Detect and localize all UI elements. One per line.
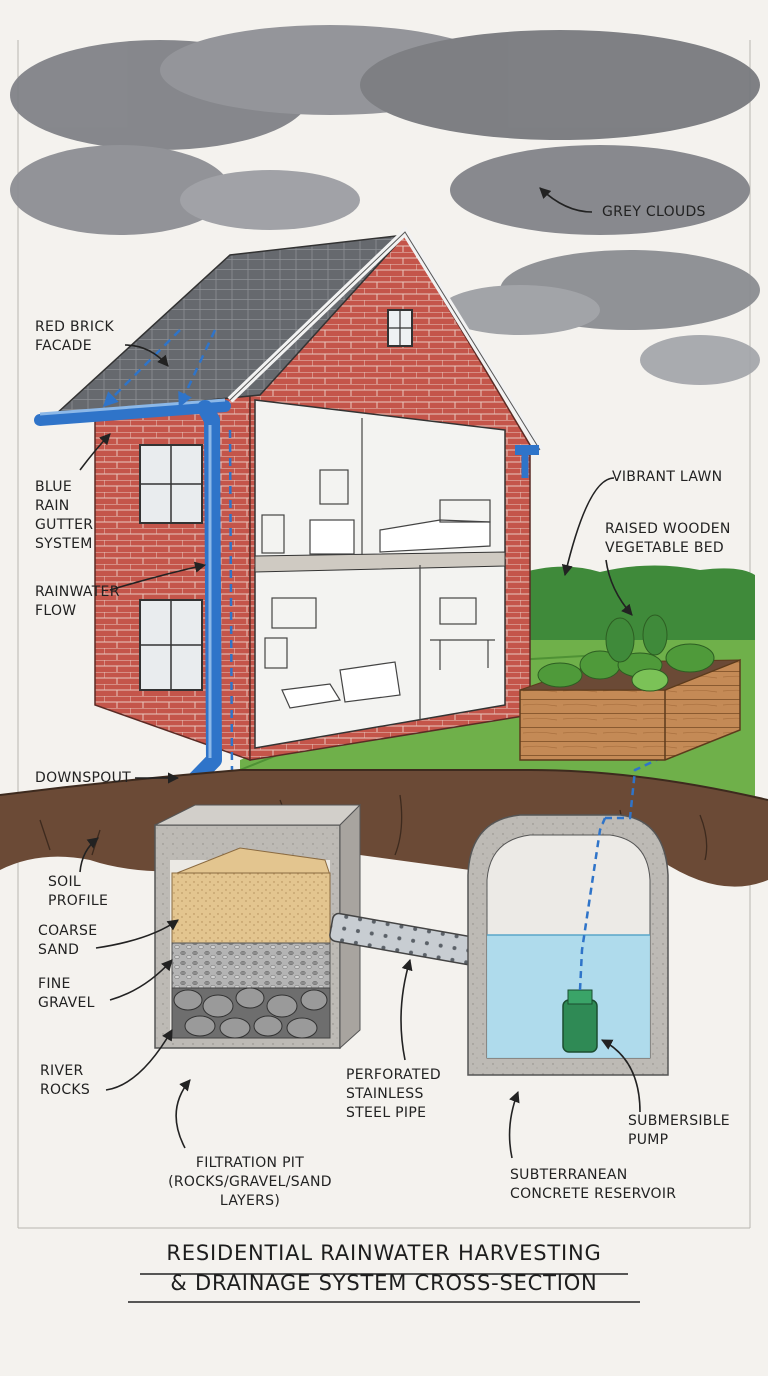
label-line: VEGETABLE BED — [605, 540, 724, 556]
label-line: FINE — [38, 976, 71, 992]
label-line: RED BRICK — [35, 319, 114, 335]
label-coarse-sand: COARSE SAND — [38, 922, 97, 960]
label-line: GRAVEL — [38, 995, 95, 1011]
label-line: BLUE — [35, 479, 72, 495]
label-line: RAIN — [35, 498, 70, 514]
label-submersible-pump: SUBMERSIBLE PUMP — [628, 1112, 730, 1150]
label-leaders — [79, 187, 641, 1159]
label-line: PROFILE — [48, 893, 109, 909]
grey-clouds — [10, 25, 760, 385]
label-subterranean-reservoir: SUBTERRANEAN CONCRETE RESERVOIR — [510, 1166, 676, 1204]
label-red-brick-facade: RED BRICK FACADE — [35, 318, 114, 356]
label-line: SUBTERRANEAN — [510, 1167, 628, 1183]
label-line: PUMP — [628, 1132, 669, 1148]
label-river-rocks: RIVER ROCKS — [40, 1062, 90, 1100]
label-raised-wooden-bed: RAISED WOODEN VEGETABLE BED — [605, 520, 731, 558]
diagram-title: RESIDENTIAL RAINWATER HARVESTING & DRAIN… — [0, 1238, 768, 1298]
label-line: SOIL — [48, 874, 82, 890]
label-filtration-pit: FILTRATION PIT (ROCKS/GRAVEL/SAND LAYERS… — [150, 1154, 350, 1211]
label-line: RIVER — [40, 1063, 84, 1079]
title-line-1: RESIDENTIAL RAINWATER HARVESTING — [166, 1241, 602, 1265]
label-vibrant-lawn: VIBRANT LAWN — [612, 469, 723, 485]
filtration-pit — [154, 803, 362, 1050]
label-fine-gravel: FINE GRAVEL — [38, 975, 95, 1013]
label-downspout: DOWNSPOUT — [35, 770, 131, 786]
label-line: FACADE — [35, 338, 92, 354]
label-line: STEEL PIPE — [346, 1105, 427, 1121]
title-underlines — [128, 1273, 640, 1303]
label-line: PERFORATED — [346, 1067, 441, 1083]
label-line: SUBMERSIBLE — [628, 1113, 730, 1129]
label-line: LAYERS) — [219, 1193, 281, 1209]
label-blue-rain-gutter-system: BLUE RAIN GUTTER SYSTEM — [35, 478, 93, 554]
label-line: RAISED WOODEN — [605, 521, 731, 537]
concrete-reservoir — [467, 707, 724, 1076]
label-line: COARSE — [38, 923, 98, 939]
label-line: GUTTER — [35, 517, 94, 533]
label-grey-clouds: GREY CLOUDS — [602, 204, 706, 220]
label-line: (ROCKS/GRAVEL/SAND — [168, 1174, 332, 1190]
label-line: FLOW — [35, 603, 77, 619]
label-soil-profile: SOIL PROFILE — [48, 873, 108, 911]
label-perforated-pipe: PERFORATED STAINLESS STEEL PIPE — [346, 1066, 441, 1123]
label-line: SYSTEM — [35, 536, 93, 552]
label-rainwater-flow: RAINWATER FLOW — [35, 583, 120, 621]
label-line: ROCKS — [40, 1082, 91, 1098]
label-line: SAND — [38, 942, 80, 958]
label-line: STAINLESS — [346, 1086, 424, 1102]
cutaway-interior — [254, 399, 506, 749]
label-line: FILTRATION PIT — [195, 1155, 305, 1171]
title-line-2: & DRAINAGE SYSTEM CROSS-SECTION — [170, 1271, 598, 1295]
label-line: RAINWATER — [35, 584, 120, 600]
label-line: CONCRETE RESERVOIR — [510, 1186, 677, 1202]
raised-vegetable-bed — [519, 614, 741, 761]
